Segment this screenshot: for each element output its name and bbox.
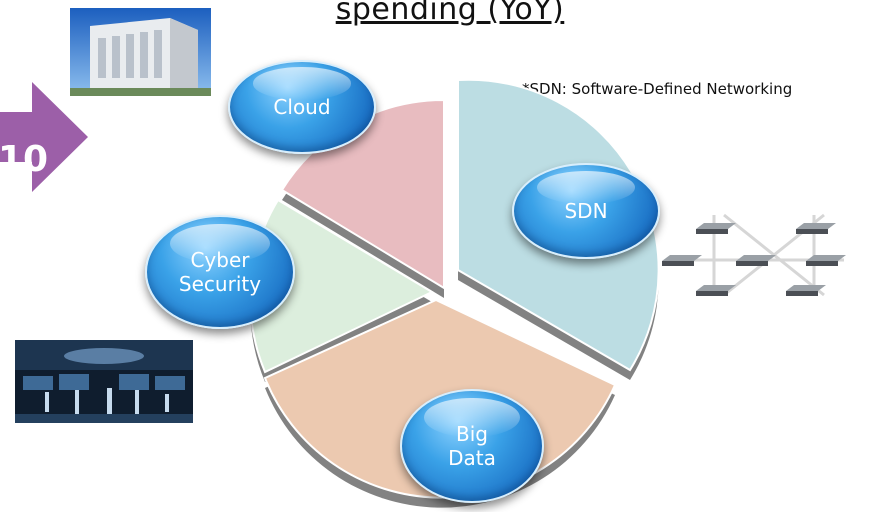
bigdata-bubble: Big Data (400, 389, 544, 503)
purple-arrow-icon (0, 82, 88, 192)
security-operations-photo (15, 340, 193, 423)
cyber-security-label: Cyber Security (178, 248, 262, 296)
cloud-label: Cloud (273, 95, 331, 119)
network-switches-icon (662, 213, 846, 297)
bigdata-label: Big Data (448, 422, 496, 470)
page-title: spending (YoY) (335, 0, 565, 27)
cyber-security-bubble: Cyber Security (145, 215, 295, 329)
sdn-bubble: SDN (512, 163, 660, 259)
sdn-label: SDN (564, 199, 608, 223)
datacenter-building-photo (70, 8, 211, 96)
cloud-bubble: Cloud (228, 60, 376, 154)
sdn-footnote: *SDN: Software-Defined Networking (522, 80, 793, 98)
